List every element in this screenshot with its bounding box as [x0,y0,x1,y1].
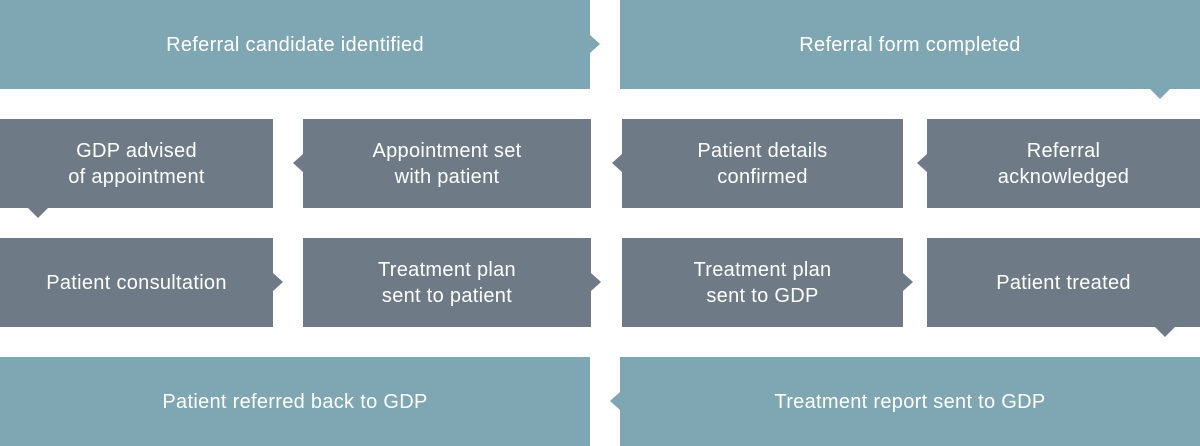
arrow-down-1 [1150,89,1170,99]
step-patient-consultation: Patient consultation [0,238,273,327]
step-patient-details-confirmed: Patient details confirmed [622,119,903,208]
arrow-right-4 [903,273,913,291]
arrow-left-1 [293,154,303,172]
arrow-right-2 [273,273,283,291]
arrow-left-3 [917,154,927,172]
arrow-down-3 [1155,327,1175,337]
step-treatment-plan-patient: Treatment plan sent to patient [303,238,591,327]
step-patient-treated: Patient treated [927,238,1200,327]
step-referral-candidate-identified: Referral candidate identified [0,0,590,89]
arrow-down-2 [28,208,48,218]
arrow-left-2 [612,154,622,172]
step-appointment-set: Appointment set with patient [303,119,591,208]
step-gdp-advised: GDP advised of appointment [0,119,273,208]
step-treatment-report-sent: Treatment report sent to GDP [620,357,1200,446]
step-treatment-plan-gdp: Treatment plan sent to GDP [622,238,903,327]
arrow-right-1 [590,35,600,53]
step-referral-acknowledged: Referral acknowledged [927,119,1200,208]
arrow-left-4 [610,392,620,410]
step-referral-form-completed: Referral form completed [620,0,1200,89]
step-patient-referred-back: Patient referred back to GDP [0,357,590,446]
arrow-right-3 [591,273,601,291]
